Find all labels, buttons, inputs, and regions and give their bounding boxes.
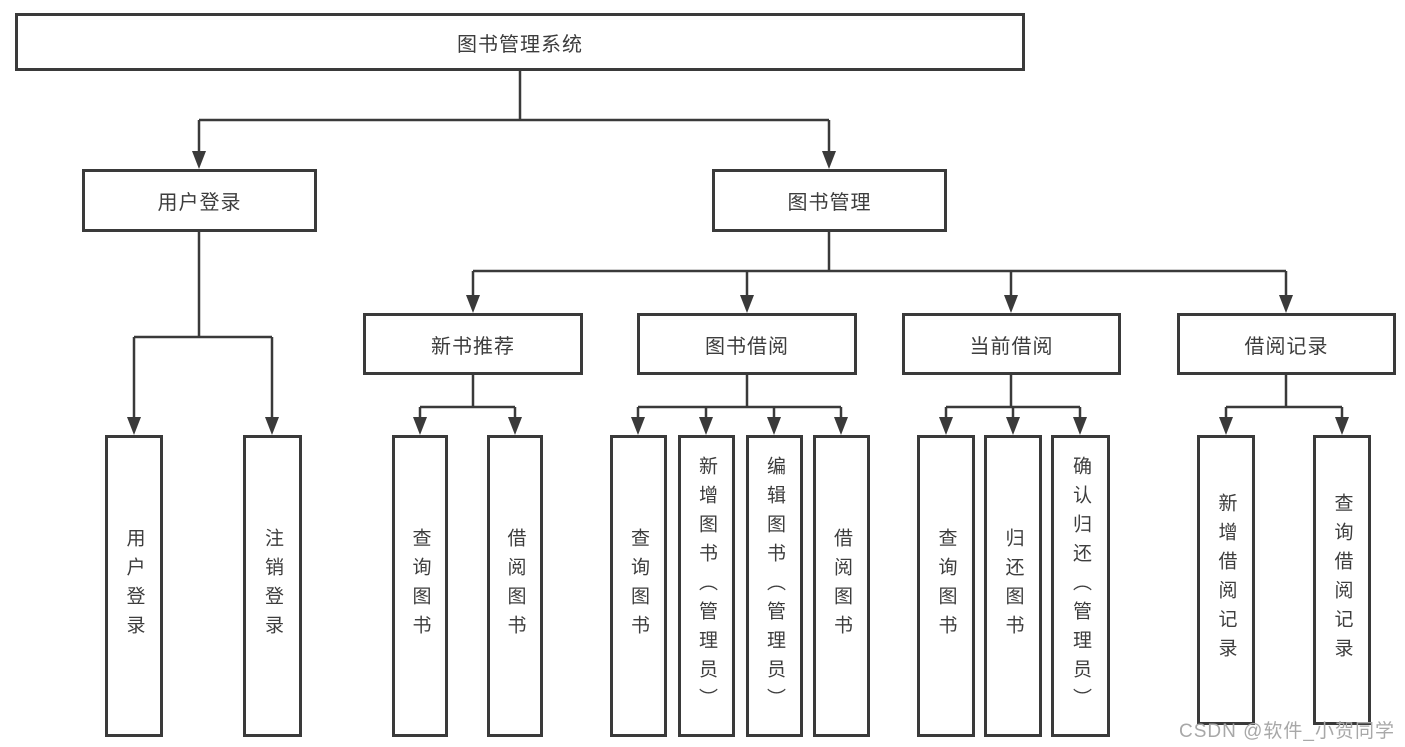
node-leaf-edit-book: 编辑图书（管理员）	[746, 435, 803, 737]
node-leaf-query-book-cb: 查询图书	[917, 435, 975, 737]
arrowhead	[822, 151, 836, 169]
node-current-borrow: 当前借阅	[902, 313, 1121, 375]
arrowhead	[508, 417, 522, 435]
node-leaf-query-book-bb: 查询图书	[610, 435, 667, 737]
node-leaf-query-book-cb-label: 查询图书	[935, 528, 957, 644]
node-user-login: 用户登录	[82, 169, 317, 232]
node-borrow-record-label: 借阅记录	[1244, 335, 1329, 358]
node-book-mgmt: 图书管理	[712, 169, 947, 232]
arrowhead	[1004, 295, 1018, 313]
node-leaf-logout: 注销登录	[243, 435, 302, 737]
node-leaf-user-login: 用户登录	[105, 435, 163, 737]
node-leaf-return-book-label: 归还图书	[1002, 528, 1024, 644]
node-leaf-add-record-label: 新增借阅记录	[1215, 493, 1237, 667]
node-root: 图书管理系统	[15, 13, 1025, 71]
arrowhead	[767, 417, 781, 435]
node-leaf-query-record: 查询借阅记录	[1313, 435, 1371, 725]
node-leaf-query-book-nbr-label: 查询图书	[409, 528, 431, 644]
node-leaf-logout-label: 注销登录	[262, 528, 283, 644]
arrowhead	[127, 417, 141, 435]
node-leaf-add-book-label: 新增图书（管理员）	[696, 455, 717, 717]
node-leaf-borrow-book-bb-label: 借阅图书	[831, 528, 852, 644]
arrowhead	[1219, 417, 1233, 435]
csdn-watermark: CSDN @软件_小贺同学	[1179, 721, 1395, 742]
arrowhead	[192, 151, 206, 169]
node-leaf-borrow-book-bb: 借阅图书	[813, 435, 870, 737]
arrowhead	[466, 295, 480, 313]
arrowhead	[1006, 417, 1020, 435]
arrowhead	[1335, 417, 1349, 435]
node-current-borrow-label: 当前借阅	[969, 335, 1054, 358]
node-leaf-user-login-label: 用户登录	[123, 528, 145, 644]
node-leaf-query-book-bb-label: 查询图书	[628, 528, 649, 644]
node-root-label: 图书管理系统	[457, 33, 583, 56]
node-leaf-query-book-nbr: 查询图书	[392, 435, 448, 737]
node-book-borrow-label: 图书借阅	[705, 335, 789, 358]
node-new-book-rec: 新书推荐	[363, 313, 583, 375]
arrowhead	[834, 417, 848, 435]
arrowhead	[740, 295, 754, 313]
arrowhead	[699, 417, 713, 435]
node-leaf-add-book: 新增图书（管理员）	[678, 435, 735, 737]
node-leaf-confirm-return: 确认归还（管理员）	[1051, 435, 1110, 737]
node-leaf-edit-book-label: 编辑图书（管理员）	[764, 455, 785, 717]
node-user-login-label: 用户登录	[157, 192, 242, 214]
node-leaf-confirm-return-label: 确认归还（管理员）	[1070, 455, 1091, 717]
node-new-book-rec-label: 新书推荐	[431, 335, 515, 358]
arrowhead	[631, 417, 645, 435]
node-leaf-return-book: 归还图书	[984, 435, 1042, 737]
node-borrow-record: 借阅记录	[1177, 313, 1396, 375]
node-leaf-borrow-book-nbr-label: 借阅图书	[504, 528, 526, 644]
arrowhead	[1073, 417, 1087, 435]
arrowhead	[413, 417, 427, 435]
node-book-borrow: 图书借阅	[637, 313, 857, 375]
node-leaf-query-record-label: 查询借阅记录	[1331, 493, 1353, 667]
arrowhead	[939, 417, 953, 435]
arrowhead	[1279, 295, 1293, 313]
node-book-mgmt-label: 图书管理	[787, 192, 872, 214]
arrowhead	[265, 417, 279, 435]
node-leaf-add-record: 新增借阅记录	[1197, 435, 1255, 725]
node-leaf-borrow-book-nbr: 借阅图书	[487, 435, 543, 737]
